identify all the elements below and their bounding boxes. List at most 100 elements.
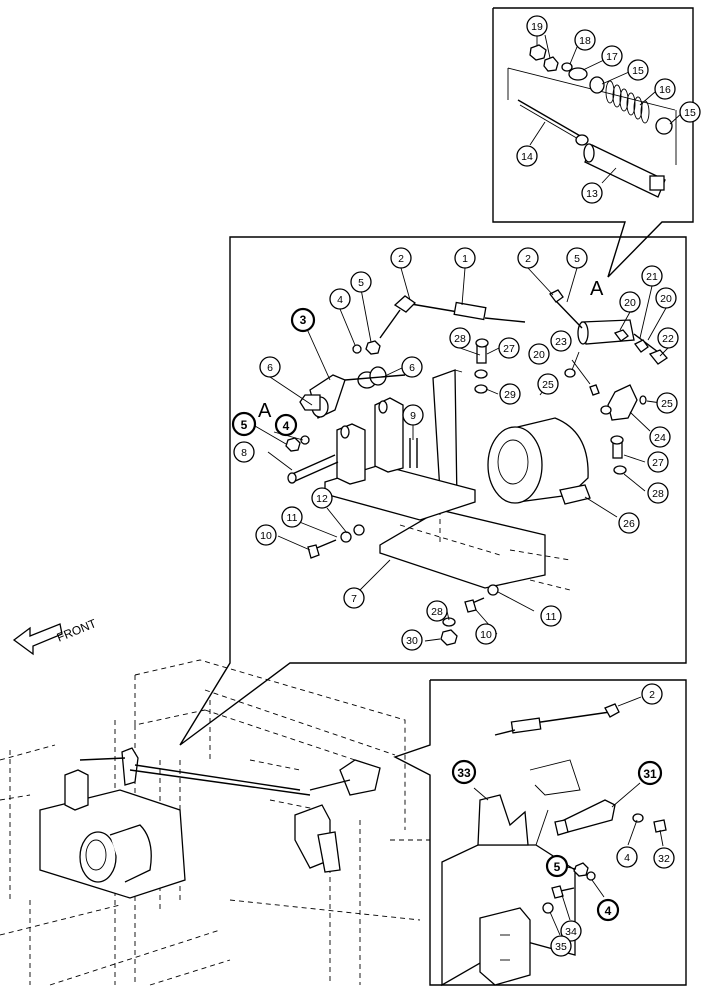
svg-text:4: 4	[337, 294, 343, 306]
callout: 22	[657, 327, 679, 349]
callout: 4	[329, 288, 351, 310]
callout: 20	[655, 287, 677, 309]
callout: 31	[637, 760, 663, 786]
svg-text:2: 2	[649, 689, 655, 701]
svg-text:17: 17	[606, 51, 618, 63]
svg-text:28: 28	[652, 488, 664, 500]
svg-text:35: 35	[555, 941, 567, 953]
svg-text:13: 13	[586, 188, 598, 200]
callout: 28	[647, 482, 669, 504]
svg-text:20: 20	[533, 349, 545, 361]
callout: 9	[402, 404, 424, 426]
callout: 25	[537, 373, 559, 395]
svg-text:10: 10	[480, 629, 492, 641]
svg-text:11: 11	[546, 611, 557, 623]
callout: 2	[390, 247, 412, 269]
detail-box-bracket	[393, 679, 687, 987]
svg-text:28: 28	[454, 333, 466, 345]
callout: 19	[526, 15, 548, 37]
machine-overview	[0, 659, 430, 986]
callout: 10	[475, 623, 497, 645]
svg-text:8: 8	[241, 447, 247, 459]
svg-text:14: 14	[521, 151, 533, 163]
svg-text:24: 24	[654, 432, 666, 444]
callout: 33	[451, 759, 477, 785]
svg-text:20: 20	[660, 293, 672, 305]
callout: 21	[641, 265, 663, 287]
main-box-assembly	[179, 236, 687, 746]
svg-text:25: 25	[542, 379, 554, 391]
callout: 20	[528, 343, 550, 365]
svg-text:9: 9	[410, 410, 416, 422]
svg-text:18: 18	[579, 35, 591, 47]
callout: 29	[499, 383, 521, 405]
callout: 27	[498, 337, 520, 359]
svg-text:5: 5	[554, 860, 561, 874]
callout: 16	[654, 78, 676, 100]
callout: 6	[259, 356, 281, 378]
callout: 15	[679, 101, 701, 123]
callout: 5	[231, 411, 257, 437]
front-label: FRONT	[55, 616, 99, 645]
svg-text:4: 4	[624, 852, 630, 864]
callout: 5	[350, 271, 372, 293]
svg-text:32: 32	[658, 853, 670, 865]
callout: 30	[401, 629, 423, 651]
callout: 4	[616, 846, 638, 868]
svg-text:30: 30	[406, 635, 418, 647]
callout: 17	[601, 45, 623, 67]
callout: 23	[550, 330, 572, 352]
callout: 14	[516, 145, 538, 167]
svg-text:27: 27	[503, 343, 515, 355]
svg-text:29: 29	[504, 389, 516, 401]
callout: 11	[281, 506, 303, 528]
svg-text:33: 33	[457, 766, 471, 780]
callout: 28	[426, 600, 448, 622]
svg-text:34: 34	[565, 926, 577, 938]
callout: 7	[343, 587, 365, 609]
callout: 28	[449, 327, 471, 349]
callout: 4	[274, 413, 298, 437]
callout: 25	[656, 392, 678, 414]
view-marker-a: A	[590, 278, 604, 300]
svg-text:20: 20	[624, 297, 636, 309]
svg-text:22: 22	[662, 333, 674, 345]
callout: 2	[641, 683, 663, 705]
callout: 24	[649, 426, 671, 448]
svg-text:5: 5	[574, 253, 580, 265]
callout: 5	[566, 247, 588, 269]
svg-text:31: 31	[643, 767, 657, 781]
callout: 32	[653, 847, 675, 869]
svg-text:27: 27	[652, 457, 664, 469]
callout: 26	[618, 512, 640, 534]
svg-text:19: 19	[531, 21, 543, 33]
view-marker-a: A	[258, 400, 272, 422]
callout: 1	[454, 247, 476, 269]
svg-text:10: 10	[260, 530, 272, 542]
callout: 12	[311, 487, 333, 509]
svg-text:2: 2	[525, 253, 531, 265]
callout: 13	[581, 182, 603, 204]
svg-text:11: 11	[287, 512, 298, 524]
callout: 35	[550, 935, 572, 957]
svg-text:26: 26	[623, 518, 635, 530]
callout: 27	[647, 451, 669, 473]
svg-text:6: 6	[409, 362, 415, 374]
svg-text:25: 25	[661, 398, 673, 410]
callout: 3	[290, 307, 316, 333]
svg-text:16: 16	[659, 84, 671, 96]
svg-text:15: 15	[684, 107, 696, 119]
callout: 10	[255, 524, 277, 546]
callout: 5	[545, 854, 569, 878]
svg-text:1: 1	[462, 253, 468, 265]
callout: 8	[233, 441, 255, 463]
svg-text:4: 4	[605, 904, 612, 918]
callout: 6	[401, 356, 423, 378]
svg-text:4: 4	[283, 419, 290, 433]
svg-text:21: 21	[646, 271, 658, 283]
callout: 2	[517, 247, 539, 269]
callout: 11	[540, 605, 562, 627]
front-arrow: FRONT	[12, 616, 99, 656]
callout: 18	[574, 29, 596, 51]
svg-text:5: 5	[241, 418, 248, 432]
